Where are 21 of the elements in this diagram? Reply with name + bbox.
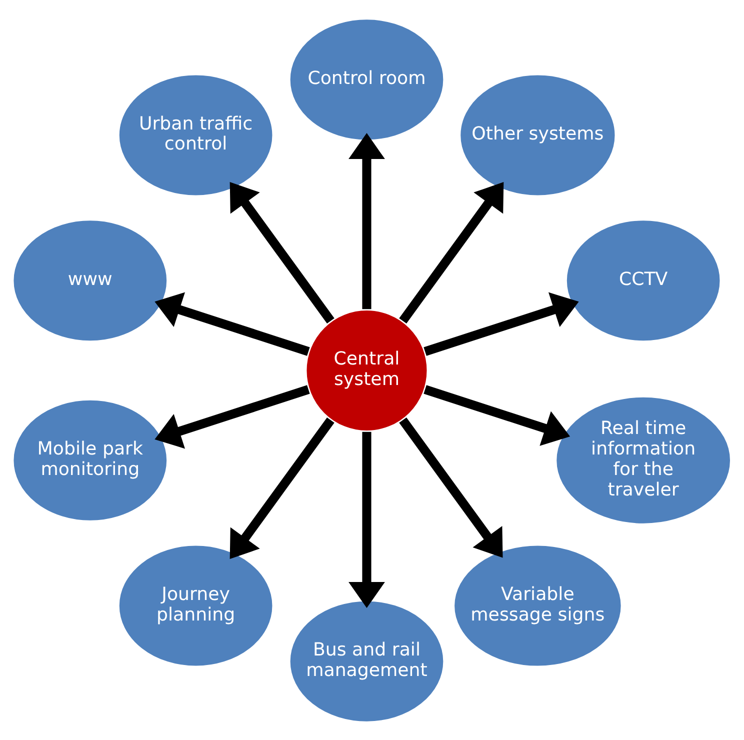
node-ellipse: CCTV xyxy=(564,218,722,342)
arrow xyxy=(424,384,570,446)
arrow xyxy=(399,416,503,558)
node-ellipse: Urban traffic control xyxy=(117,72,274,197)
node-ellipse: Real time information for the traveler xyxy=(554,394,732,526)
node-ellipse: Journey planning xyxy=(117,543,274,668)
arrow xyxy=(348,132,385,309)
node-ellipse: Variable message signs xyxy=(452,543,624,668)
arrow xyxy=(424,292,579,356)
node-ellipse: Bus and rail management xyxy=(288,598,446,724)
arrow xyxy=(154,292,310,356)
arrow xyxy=(399,182,504,324)
arrow xyxy=(154,384,310,448)
arrow xyxy=(230,182,334,324)
node-ellipse: Mobile park monitoring xyxy=(11,398,169,522)
arrow xyxy=(230,416,334,558)
arrow xyxy=(348,431,385,608)
node-ellipse: www xyxy=(11,218,169,342)
node-circle: Central system xyxy=(304,308,430,432)
node-ellipse: Control room xyxy=(288,16,446,142)
node-ellipse: Other systems xyxy=(458,72,618,197)
